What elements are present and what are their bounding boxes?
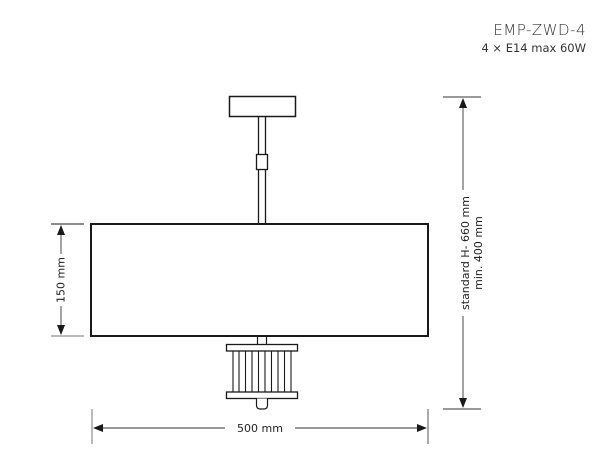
bulb-spec: 4 × E14 max 60W (481, 41, 586, 55)
width-dimension (91, 409, 429, 444)
finial (255, 398, 269, 410)
overall-height-dimension (443, 96, 481, 410)
lamp-shade (90, 223, 429, 337)
ceiling-canopy (228, 95, 297, 118)
rod-connector (255, 153, 269, 171)
lower-rod (256, 336, 268, 344)
title-block: EMP-ZWD-4 4 × E14 max 60W (481, 20, 586, 56)
width-label: 500 mm (236, 422, 284, 435)
model-code: EMP-ZWD-4 (493, 21, 586, 39)
standard-height-text: standard H- 660 mm (459, 196, 472, 310)
overall-height-label: standard H- 660 mm min. 400 mm (459, 192, 485, 314)
suspension-rod (257, 117, 267, 224)
min-height-text: min. 400 mm (472, 216, 485, 290)
shade-height-label: 150 mm (54, 254, 68, 306)
crystal-cage (225, 343, 299, 400)
